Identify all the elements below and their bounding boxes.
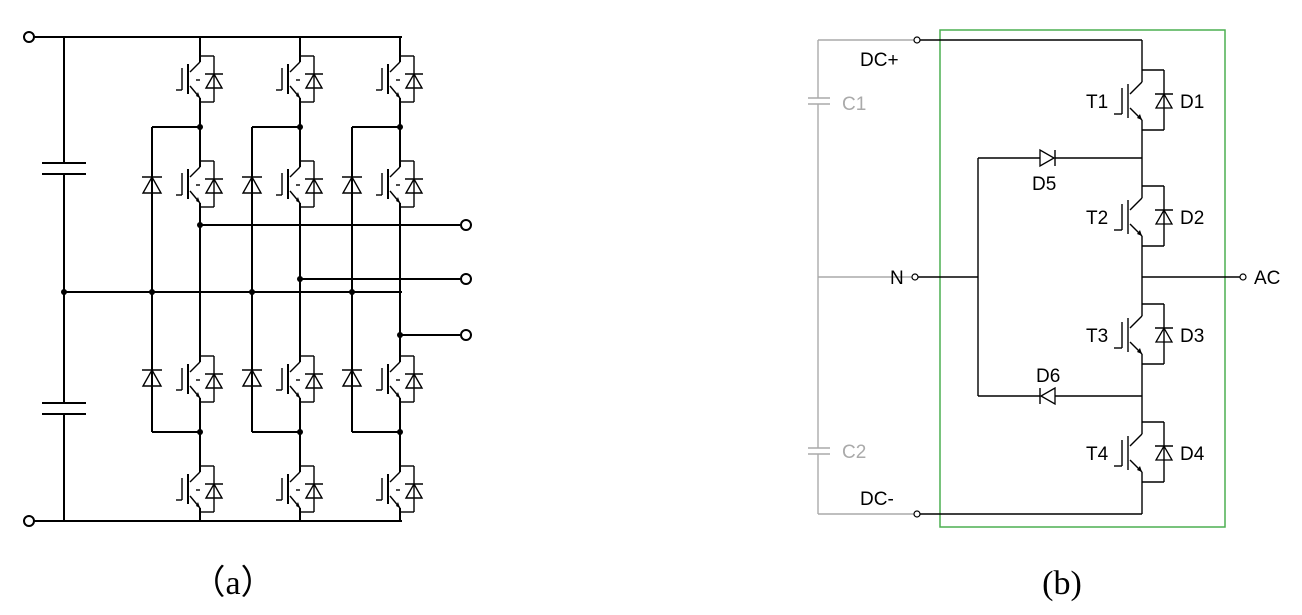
ac-output-terminal-1 [460,219,472,231]
label-t4: T4 [1086,444,1109,465]
caption-a: （a） [191,564,274,602]
panel-a: （a） [23,31,472,602]
ac-output-terminal-3 [460,329,472,341]
label-d3: D3 [1180,326,1204,347]
diode-d5 [1039,148,1056,168]
label-dc-plus: DC+ [860,50,899,71]
label-c2: C2 [842,442,866,463]
diode-d6 [1039,386,1056,406]
label-ac: AC [1254,268,1280,289]
module-box [939,29,1226,528]
label-t2: T2 [1086,208,1108,229]
n-terminal [911,273,919,281]
ac-terminal [1239,273,1247,281]
dc-plus-terminal-b [913,36,921,44]
leg-2 [241,37,324,521]
label-t1: T1 [1086,92,1108,113]
dc-plus-terminal-a [23,31,35,43]
label-d6: D6 [1036,366,1060,387]
label-d2: D2 [1180,208,1204,229]
label-d5: D5 [1032,174,1056,195]
leg-1 [141,37,224,521]
dc-minus-terminal-b [913,510,921,518]
panel-b: C1 C2 DC+ DC- N AC [808,29,1280,602]
label-dc-minus: DC- [860,489,894,510]
label-c1: C1 [842,94,866,115]
label-n: N [890,268,904,289]
ac-output-terminal-2 [460,273,472,285]
label-d1: D1 [1180,92,1204,113]
label-d4: D4 [1180,444,1205,465]
dc-minus-terminal-a [23,515,35,527]
caption-b: (b) [1042,565,1082,602]
label-t3: T3 [1086,326,1108,347]
